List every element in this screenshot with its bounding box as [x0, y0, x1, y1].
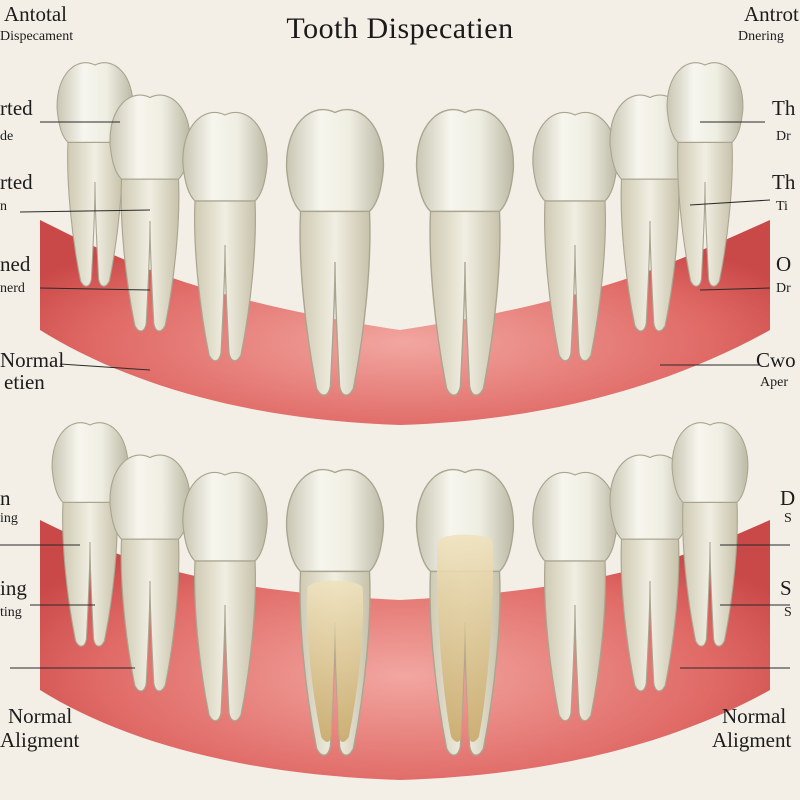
left-label-5-line1: n [0, 486, 11, 510]
right-label-0-line2: Dnering [738, 29, 784, 44]
left-label-6-line2: ting [0, 605, 22, 620]
left-label-2-line2: n [0, 199, 7, 214]
upper-gum [40, 220, 770, 425]
upper-arch [40, 62, 770, 425]
right-label-6-line2: S [784, 605, 792, 620]
right-label-3-line1: O [776, 252, 792, 276]
right-label-3-line2: Dr [776, 281, 791, 296]
right-label-7-line1: Normal [722, 704, 787, 728]
lower-arch [40, 422, 770, 780]
leader-line [59, 363, 151, 371]
left-label-1-line2: de [0, 129, 14, 144]
diagram-title: Tooth Dispecatien [286, 12, 514, 45]
right-label-1-line1: Th [772, 96, 796, 120]
right-label-2-line1: Th [772, 170, 796, 194]
left-label-7-line2: Aligment [0, 728, 80, 752]
leader-line [689, 199, 771, 206]
left-label-0-line1: Antotal [4, 2, 67, 26]
right-label-6-line1: S [780, 576, 792, 600]
left-label-1-line1: rted [0, 96, 33, 120]
left-label-3-line2: nerd [0, 281, 25, 296]
left-label-4-line2: etien [4, 370, 45, 394]
lower-incisor-right-sectioned [415, 468, 515, 756]
leader-lines [0, 121, 790, 669]
leader-line [39, 287, 151, 291]
left-label-4-line1: Normal [0, 348, 65, 372]
left-label-6-line1: ing [0, 576, 27, 600]
leader-line [19, 209, 151, 213]
leader-line [699, 287, 771, 291]
right-label-5-line1: D [780, 486, 796, 510]
right-label-5-line2: S [784, 511, 792, 526]
right-label-1-line2: Dr [776, 129, 791, 144]
left-label-3-line1: ned [0, 252, 31, 276]
right-label-0-line1: Antrot [744, 2, 799, 26]
right-label-2-line2: Ti [776, 199, 788, 214]
right-label-4-line1: Cwo [756, 348, 796, 372]
left-label-0-line2: Dispecament [0, 29, 74, 44]
left-label-2-line1: rted [0, 170, 33, 194]
right-label-4-line2: Aper [760, 375, 788, 390]
right-label-7-line2: Aligment [712, 728, 792, 752]
left-label-5-line2: ing [0, 511, 18, 526]
lower-incisor-left-sectioned [285, 468, 385, 756]
left-label-7-line1: Normal [8, 704, 73, 728]
